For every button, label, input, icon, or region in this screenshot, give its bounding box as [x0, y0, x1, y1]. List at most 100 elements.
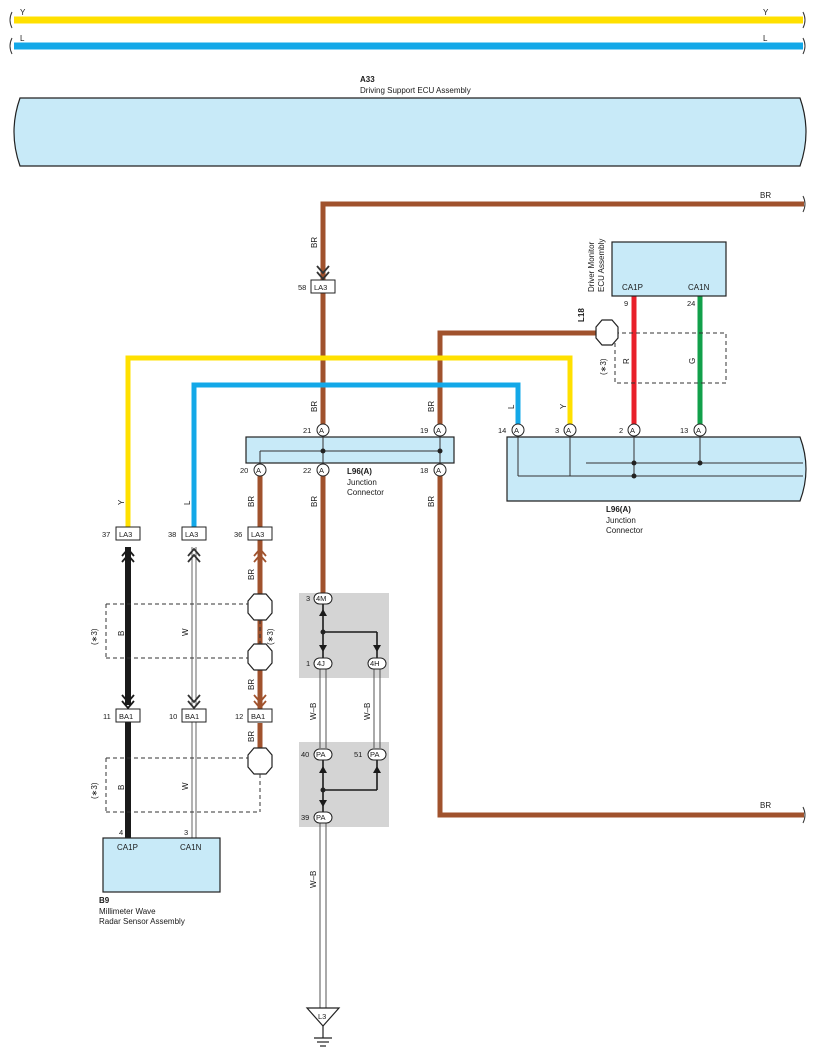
splice-br-2: [247, 643, 273, 671]
l18-name-line2: ECU Assembly: [597, 239, 606, 292]
svg-text:W–B: W–B: [309, 871, 318, 888]
svg-text:Y: Y: [559, 403, 568, 409]
svg-text:11: 11: [103, 712, 111, 721]
svg-text:(∗3): (∗3): [266, 628, 275, 645]
wire-y-branch: [125, 355, 573, 530]
l96-right-name: Junction: [606, 516, 636, 525]
svg-text:13: 13: [680, 426, 688, 435]
svg-text:14: 14: [498, 426, 506, 435]
wire-labels: BR BR BR L Y R G BR BR BR Y L BR B W BR …: [90, 237, 697, 888]
shield-box-l18: [614, 332, 727, 384]
l18-component: [611, 241, 727, 297]
svg-text:18: 18: [420, 466, 428, 475]
connector-boxes: [115, 279, 336, 723]
bus-y-label-left: Y: [20, 8, 26, 17]
l18-code: L18: [577, 308, 586, 322]
svg-text:37: 37: [102, 530, 110, 539]
svg-text:20: 20: [240, 466, 248, 475]
svg-text:B: B: [117, 631, 126, 636]
conn-36-la3: LA3: [251, 530, 264, 539]
chevrons: [121, 265, 330, 710]
svg-text:W–B: W–B: [309, 703, 318, 720]
ground-code: L3: [318, 1012, 326, 1021]
l18-pin-ca1n: CA1N: [688, 283, 710, 292]
b9-pin-ca1n: CA1N: [180, 843, 202, 852]
shield-box-lower: [105, 757, 261, 813]
svg-text:21: 21: [303, 426, 311, 435]
svg-text:BR: BR: [247, 679, 256, 690]
svg-text:W: W: [181, 628, 190, 636]
l96-left-component: [245, 436, 455, 464]
pin-9: 9: [624, 299, 628, 308]
splice-ovals: [313, 592, 387, 824]
svg-text:19: 19: [420, 426, 428, 435]
svg-text:(∗3): (∗3): [90, 628, 99, 645]
splice-pa-39: PA: [316, 813, 325, 822]
splice-4h: 4H: [370, 659, 380, 668]
br-bottom-right-label: BR: [760, 801, 771, 810]
l96-left-code: L96(A): [347, 467, 372, 476]
bus-y-label-right: Y: [763, 8, 769, 17]
shield-box-upper: [105, 603, 261, 659]
splice-pa-51: PA: [370, 750, 379, 759]
l96-right-component: [506, 436, 807, 502]
svg-text:W–B: W–B: [363, 703, 372, 720]
svg-text:12: 12: [235, 712, 243, 721]
b9-code: B9: [99, 896, 110, 905]
bus-l-label-left: L: [20, 34, 25, 43]
svg-text:BR: BR: [310, 496, 319, 507]
bus-wire-y: [9, 11, 806, 29]
splice-pa-40: PA: [316, 750, 325, 759]
svg-text:BR: BR: [247, 731, 256, 742]
conn-22-a: A: [319, 466, 324, 475]
l96-left-name2: Connector: [347, 488, 384, 497]
conn-10-ba1: BA1: [185, 712, 199, 721]
conn-18-a: A: [436, 466, 441, 475]
bus-l-label-right: L: [763, 34, 768, 43]
svg-text:10: 10: [169, 712, 177, 721]
svg-text:B: B: [117, 785, 126, 790]
a33-component: [13, 97, 807, 167]
l96-left-name: Junction: [347, 478, 377, 487]
svg-text:3: 3: [306, 594, 310, 603]
svg-text:36: 36: [234, 530, 242, 539]
svg-text:(∗3): (∗3): [90, 782, 99, 799]
conn-13-a: A: [696, 426, 701, 435]
br-top-right-label: BR: [760, 191, 771, 200]
connector-circles: [253, 423, 707, 477]
conn-38-la3: LA3: [185, 530, 198, 539]
svg-text:38: 38: [168, 530, 176, 539]
pin-3-b9: 3: [184, 828, 188, 837]
svg-text:L: L: [183, 500, 192, 505]
l18-name-line1: Driver Monitor: [587, 241, 596, 292]
conn-21-a: A: [319, 426, 324, 435]
svg-text:22: 22: [303, 466, 311, 475]
wire-w: [191, 547, 197, 838]
svg-text:BR: BR: [427, 401, 436, 412]
splice-4j: 4J: [317, 659, 325, 668]
splice-br-3: [247, 747, 273, 775]
conn-58-la3: LA3: [314, 283, 327, 292]
shield-note-l18: (∗3): [599, 358, 608, 375]
svg-text:BR: BR: [247, 496, 256, 507]
svg-text:3: 3: [555, 426, 559, 435]
svg-text:W: W: [181, 782, 190, 790]
conn-11-ba1: BA1: [119, 712, 133, 721]
svg-text:BR: BR: [310, 237, 319, 248]
bus-wire-l: [9, 37, 806, 55]
splice-br-1: [247, 593, 273, 621]
svg-text:BR: BR: [247, 569, 256, 580]
a33-name: Driving Support ECU Assembly: [360, 86, 471, 95]
svg-text:51: 51: [354, 750, 362, 759]
wire-br-top: [257, 201, 804, 818]
conn-14-a: A: [514, 426, 519, 435]
a33-code: A33: [360, 75, 375, 84]
wire-l-branch: [191, 382, 521, 530]
splice-arrows: [319, 609, 381, 807]
conn-37-la3: LA3: [119, 530, 132, 539]
b9-name-line2: Radar Sensor Assembly: [99, 917, 185, 926]
l96-right-code: L96(A): [606, 505, 631, 514]
svg-text:39: 39: [301, 813, 309, 822]
splice-l18: [595, 319, 619, 346]
